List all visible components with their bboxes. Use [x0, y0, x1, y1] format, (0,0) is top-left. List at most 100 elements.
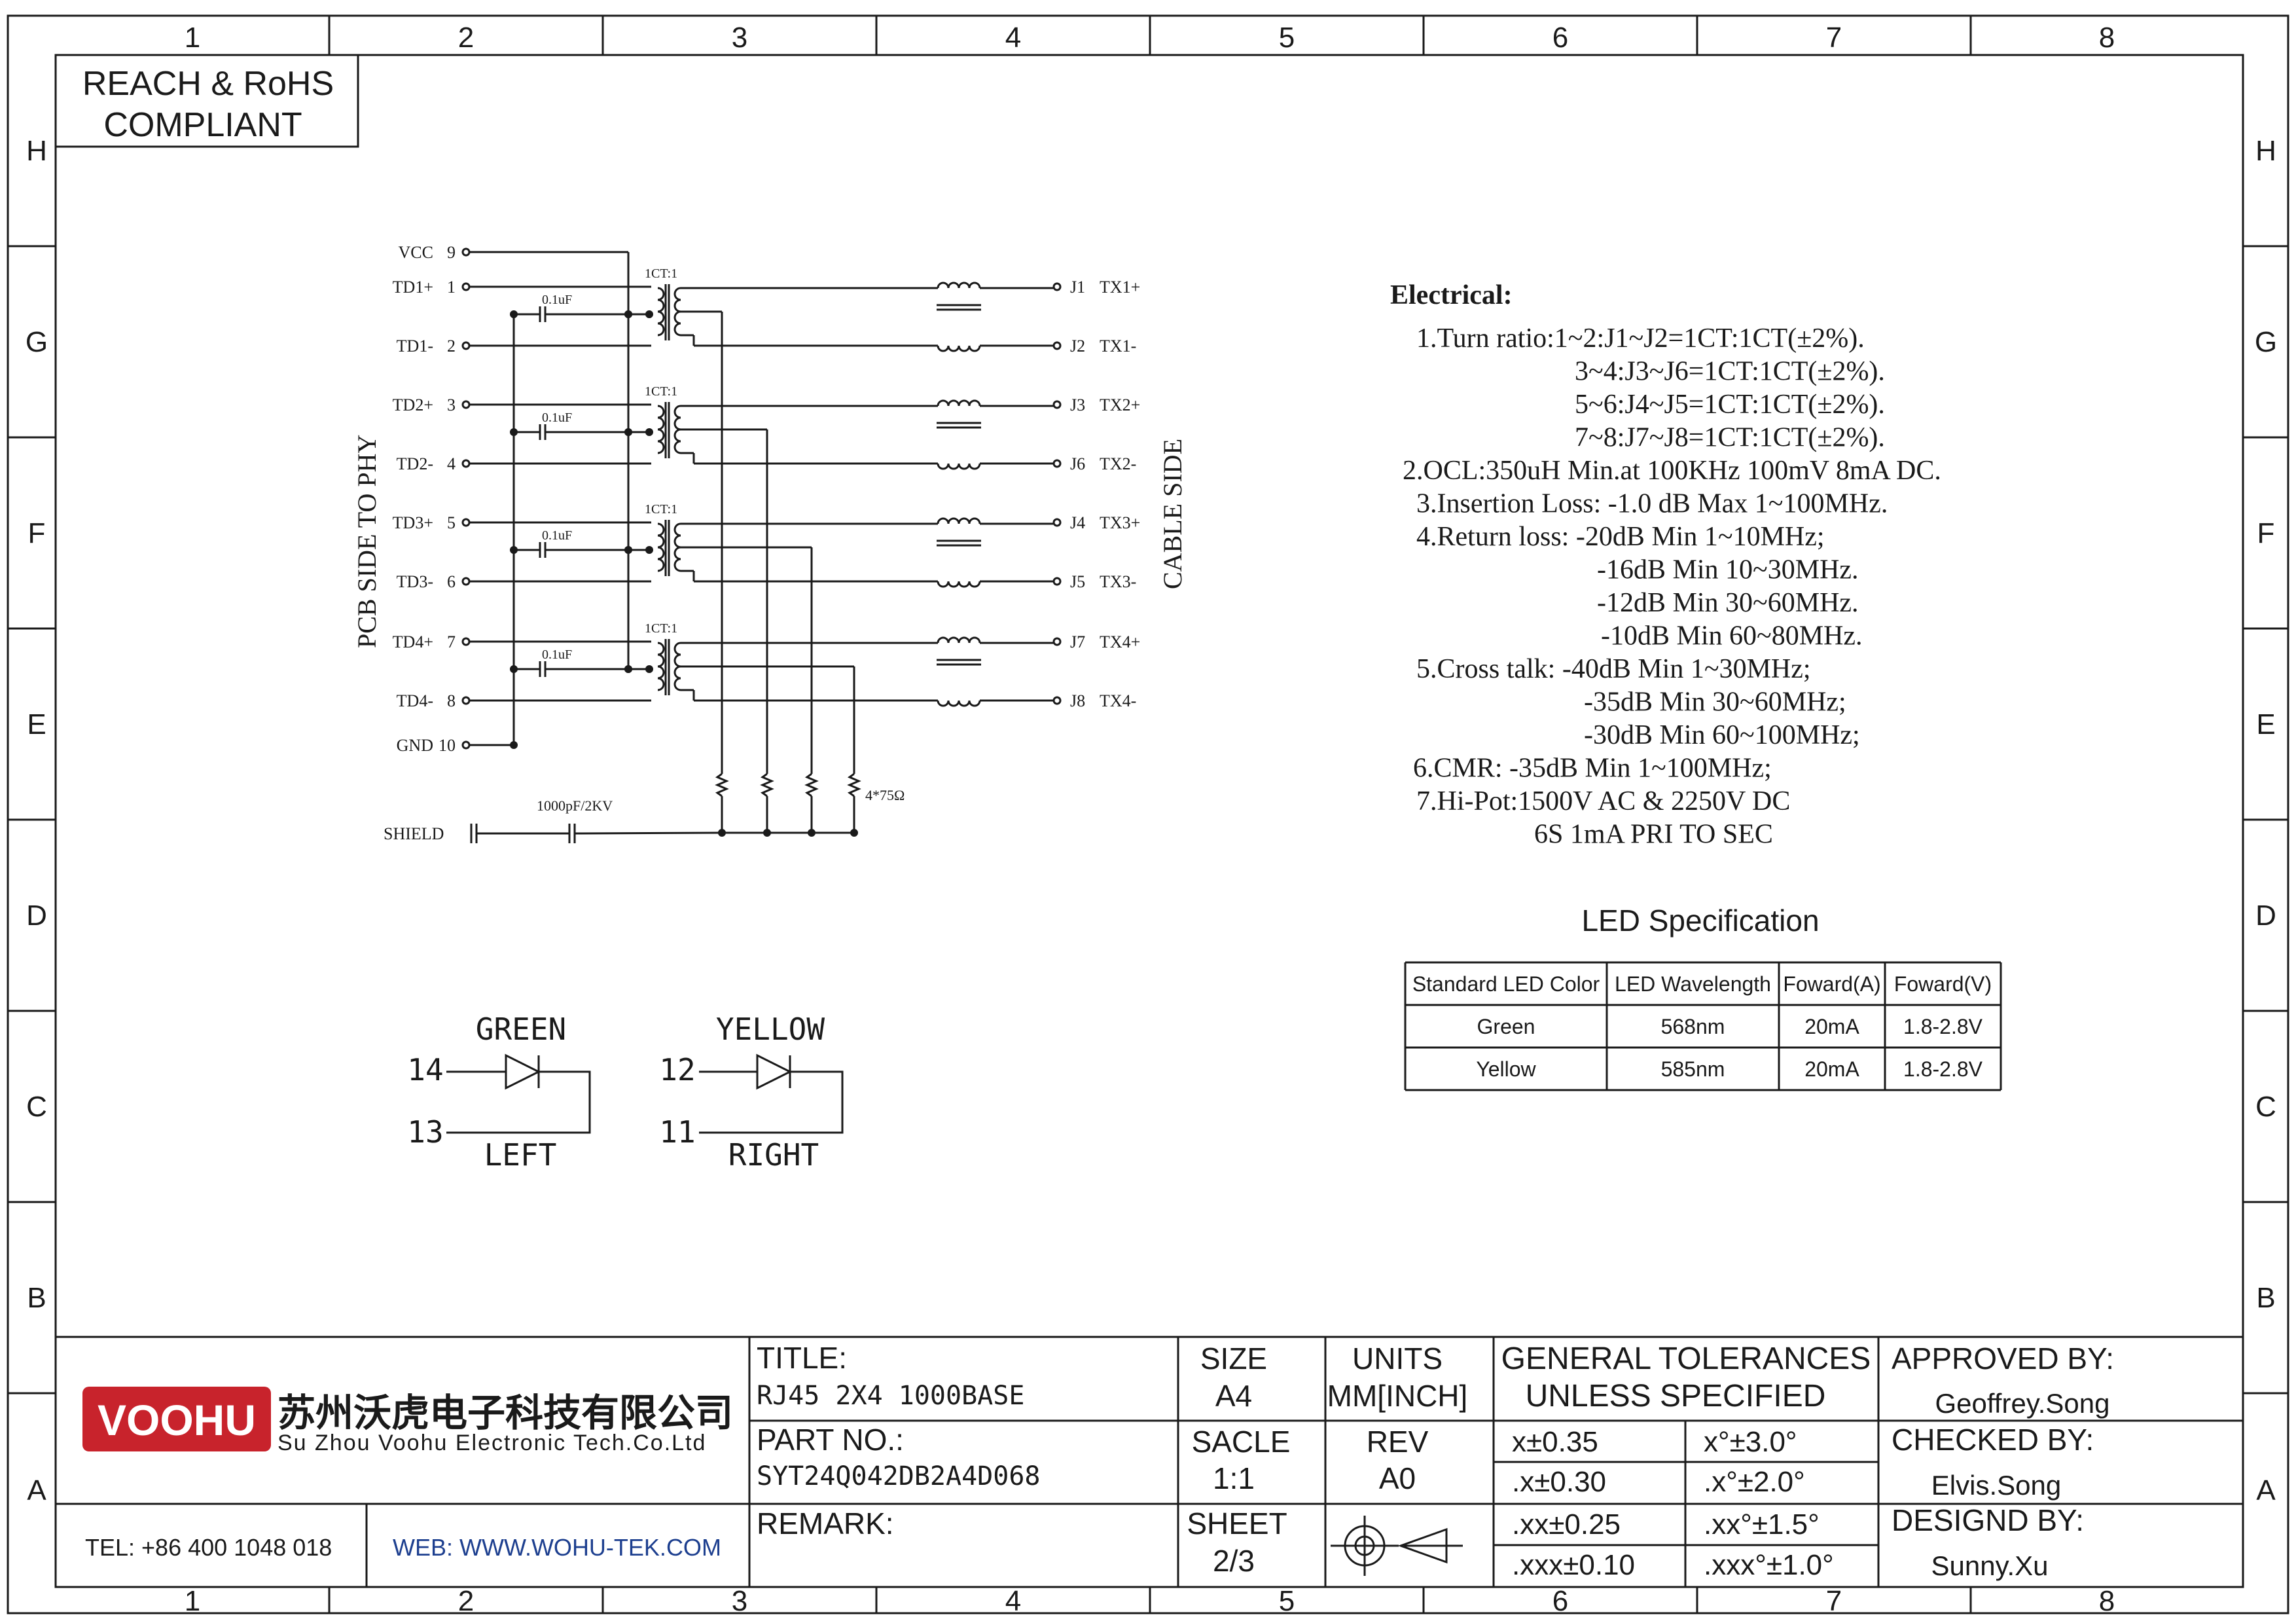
units-value: MM[INCH] — [1327, 1379, 1468, 1413]
tolerance-linear: .xx±0.25 — [1512, 1508, 1621, 1541]
zone-column-label: 3 — [732, 1585, 747, 1617]
title-block: VOOHU 苏州沃虎电子科技有限公司 Su Zhou Voohu Electro… — [56, 1336, 2243, 1587]
table-header: LED Wavelength — [1615, 972, 1771, 996]
logo-text: VOOHU — [98, 1396, 256, 1444]
zone-column-label: 5 — [1279, 1585, 1295, 1617]
electrical-spec-line: -12dB Min 30~60MHz. — [1597, 588, 1859, 618]
company-name-en: Su Zhou Voohu Electronic Tech.Co.Ltd — [278, 1431, 706, 1455]
capacitor-label: 0.1uF — [542, 647, 572, 662]
zone-row-label: C — [26, 1091, 47, 1123]
approved-value: Geoffrey.Song — [1935, 1388, 2110, 1419]
pin-label: TD1+ — [393, 278, 433, 297]
electrical-spec-line: 5~6:J4~J5=1CT:1CT(±2%). — [1575, 390, 1885, 420]
zone-column-label: 7 — [1826, 22, 1842, 54]
tolerance-linear: x±0.35 — [1512, 1426, 1598, 1458]
pin-label: TD4- — [397, 691, 433, 710]
tolerance-angular: .xxx°±1.0° — [1704, 1549, 1834, 1581]
pcb-side-label: PCB SIDE TO PHY — [352, 435, 382, 648]
zone-column-label: 1 — [185, 1585, 200, 1617]
pin-label: TX3+ — [1100, 513, 1140, 532]
shield-cap-label: 1000pF/2KV — [537, 797, 613, 814]
zone-row-label: G — [26, 326, 48, 358]
zone-column-label: 7 — [1826, 1585, 1842, 1617]
logo-badge — [82, 1387, 271, 1451]
capacitor-label: 0.1uF — [542, 410, 572, 425]
pin-label: TX1- — [1100, 337, 1136, 356]
led-yellow: YELLOW 12 11 RIGHT — [659, 1012, 844, 1173]
compliance-line-2: COMPLIANT — [103, 106, 302, 144]
electrical-spec-line: -35dB Min 30~60MHz; — [1584, 687, 1846, 718]
led-yellow-pin-b: 11 — [659, 1114, 695, 1150]
tolerance-angular: .x°±2.0° — [1704, 1466, 1805, 1498]
ratio-label: 1CT:1 — [645, 502, 677, 517]
led-green-pin-a: 14 — [407, 1052, 443, 1087]
pin-label: TD3+ — [393, 513, 433, 532]
zone-row-label: A — [2256, 1474, 2276, 1506]
pin-label: TX4- — [1100, 691, 1136, 710]
web: WEB: WWW.WOHU-TEK.COM — [393, 1534, 721, 1561]
pin-label: VCC — [399, 243, 433, 262]
pin-label: GND — [397, 736, 433, 755]
sheet-value: 2/3 — [1213, 1544, 1255, 1578]
approved-label: APPROVED BY: — [1892, 1341, 2114, 1376]
pin-number: J3 — [1070, 395, 1085, 414]
table-cell: 568nm — [1661, 1015, 1725, 1038]
led-green-pin-b: 13 — [407, 1114, 443, 1150]
zone-column-label: 2 — [458, 1585, 474, 1617]
zone-row-label: H — [2255, 135, 2276, 167]
designed-label: DESIGND BY: — [1892, 1503, 2084, 1537]
electrical-spec-line: -16dB Min 10~30MHz. — [1597, 555, 1859, 585]
table-header: Standard LED Color — [1412, 972, 1600, 996]
shield-label: SHIELD — [384, 824, 444, 843]
electrical-spec: Electrical: 1.Turn ratio:1~2:J1~J2=1CT:1… — [1390, 280, 1941, 850]
zone-column-label: 4 — [1005, 22, 1021, 54]
zone-row-label: H — [26, 135, 47, 167]
tolerance-linear: .x±0.30 — [1512, 1466, 1606, 1498]
zone-column-label: 5 — [1279, 22, 1295, 54]
zone-row-label: E — [27, 708, 46, 740]
sheet-label: SHEET — [1187, 1506, 1287, 1541]
ratio-label: 1CT:1 — [645, 621, 677, 636]
zone-row-label: F — [28, 517, 46, 549]
pin-number: 3 — [447, 395, 456, 414]
electrical-spec-line: 1.Turn ratio:1~2:J1~J2=1CT:1CT(±2%). — [1416, 323, 1865, 354]
tol-title-2: UNLESS SPECIFIED — [1526, 1379, 1826, 1413]
diode-icon — [505, 1053, 541, 1090]
diode-icon — [756, 1053, 793, 1090]
pin-number: J7 — [1070, 632, 1085, 651]
zone-row-label: E — [2256, 708, 2275, 740]
electrical-spec-line: 6S 1mA PRI TO SEC — [1534, 820, 1773, 850]
pin-label: TD2- — [397, 454, 433, 473]
pin-label: TX3- — [1100, 572, 1136, 591]
pin-label: TX2- — [1100, 454, 1136, 473]
title-value: RJ45 2X4 1000BASE — [757, 1381, 1024, 1411]
tol-title-1: GENERAL TOLERANCES — [1501, 1341, 1871, 1376]
pin-number: J1 — [1070, 278, 1085, 297]
table-cell: 1.8-2.8V — [1903, 1057, 1983, 1081]
table-cell: 20mA — [1804, 1057, 1859, 1081]
pin-number: 2 — [447, 337, 456, 356]
company-name-cn: 苏州沃虎电子科技有限公司 — [278, 1392, 733, 1434]
zone-column-label: 2 — [458, 22, 474, 54]
compliance-box: REACH & RoHS COMPLIANT — [54, 54, 359, 148]
led-diagram: GREEN 14 13 LEFT YELLOW 12 11 RIGHT — [407, 1012, 844, 1173]
zone-column-label: 6 — [1552, 1585, 1568, 1617]
pin-label: TX1+ — [1100, 278, 1140, 297]
size-value: A4 — [1215, 1379, 1252, 1413]
table-cell: 20mA — [1804, 1015, 1859, 1038]
pin-number: 4 — [447, 454, 456, 473]
electrical-spec-line: 7.Hi-Pot:1500V AC & 2250V DC — [1416, 786, 1790, 816]
table-cell: Yellow — [1476, 1057, 1536, 1081]
tolerance-angular: .xx°±1.5° — [1704, 1508, 1820, 1541]
pin-number: J2 — [1070, 337, 1085, 356]
pin-number: 6 — [447, 572, 456, 591]
pin-label: TD1- — [397, 337, 433, 356]
pin-label: TD2+ — [393, 395, 433, 414]
pin-label: TD4+ — [393, 632, 433, 651]
projection-symbol-icon — [1331, 1516, 1463, 1576]
pin-label: TX2+ — [1100, 395, 1140, 414]
rev-label: REV — [1367, 1425, 1429, 1459]
zone-row-label: D — [2255, 900, 2276, 932]
